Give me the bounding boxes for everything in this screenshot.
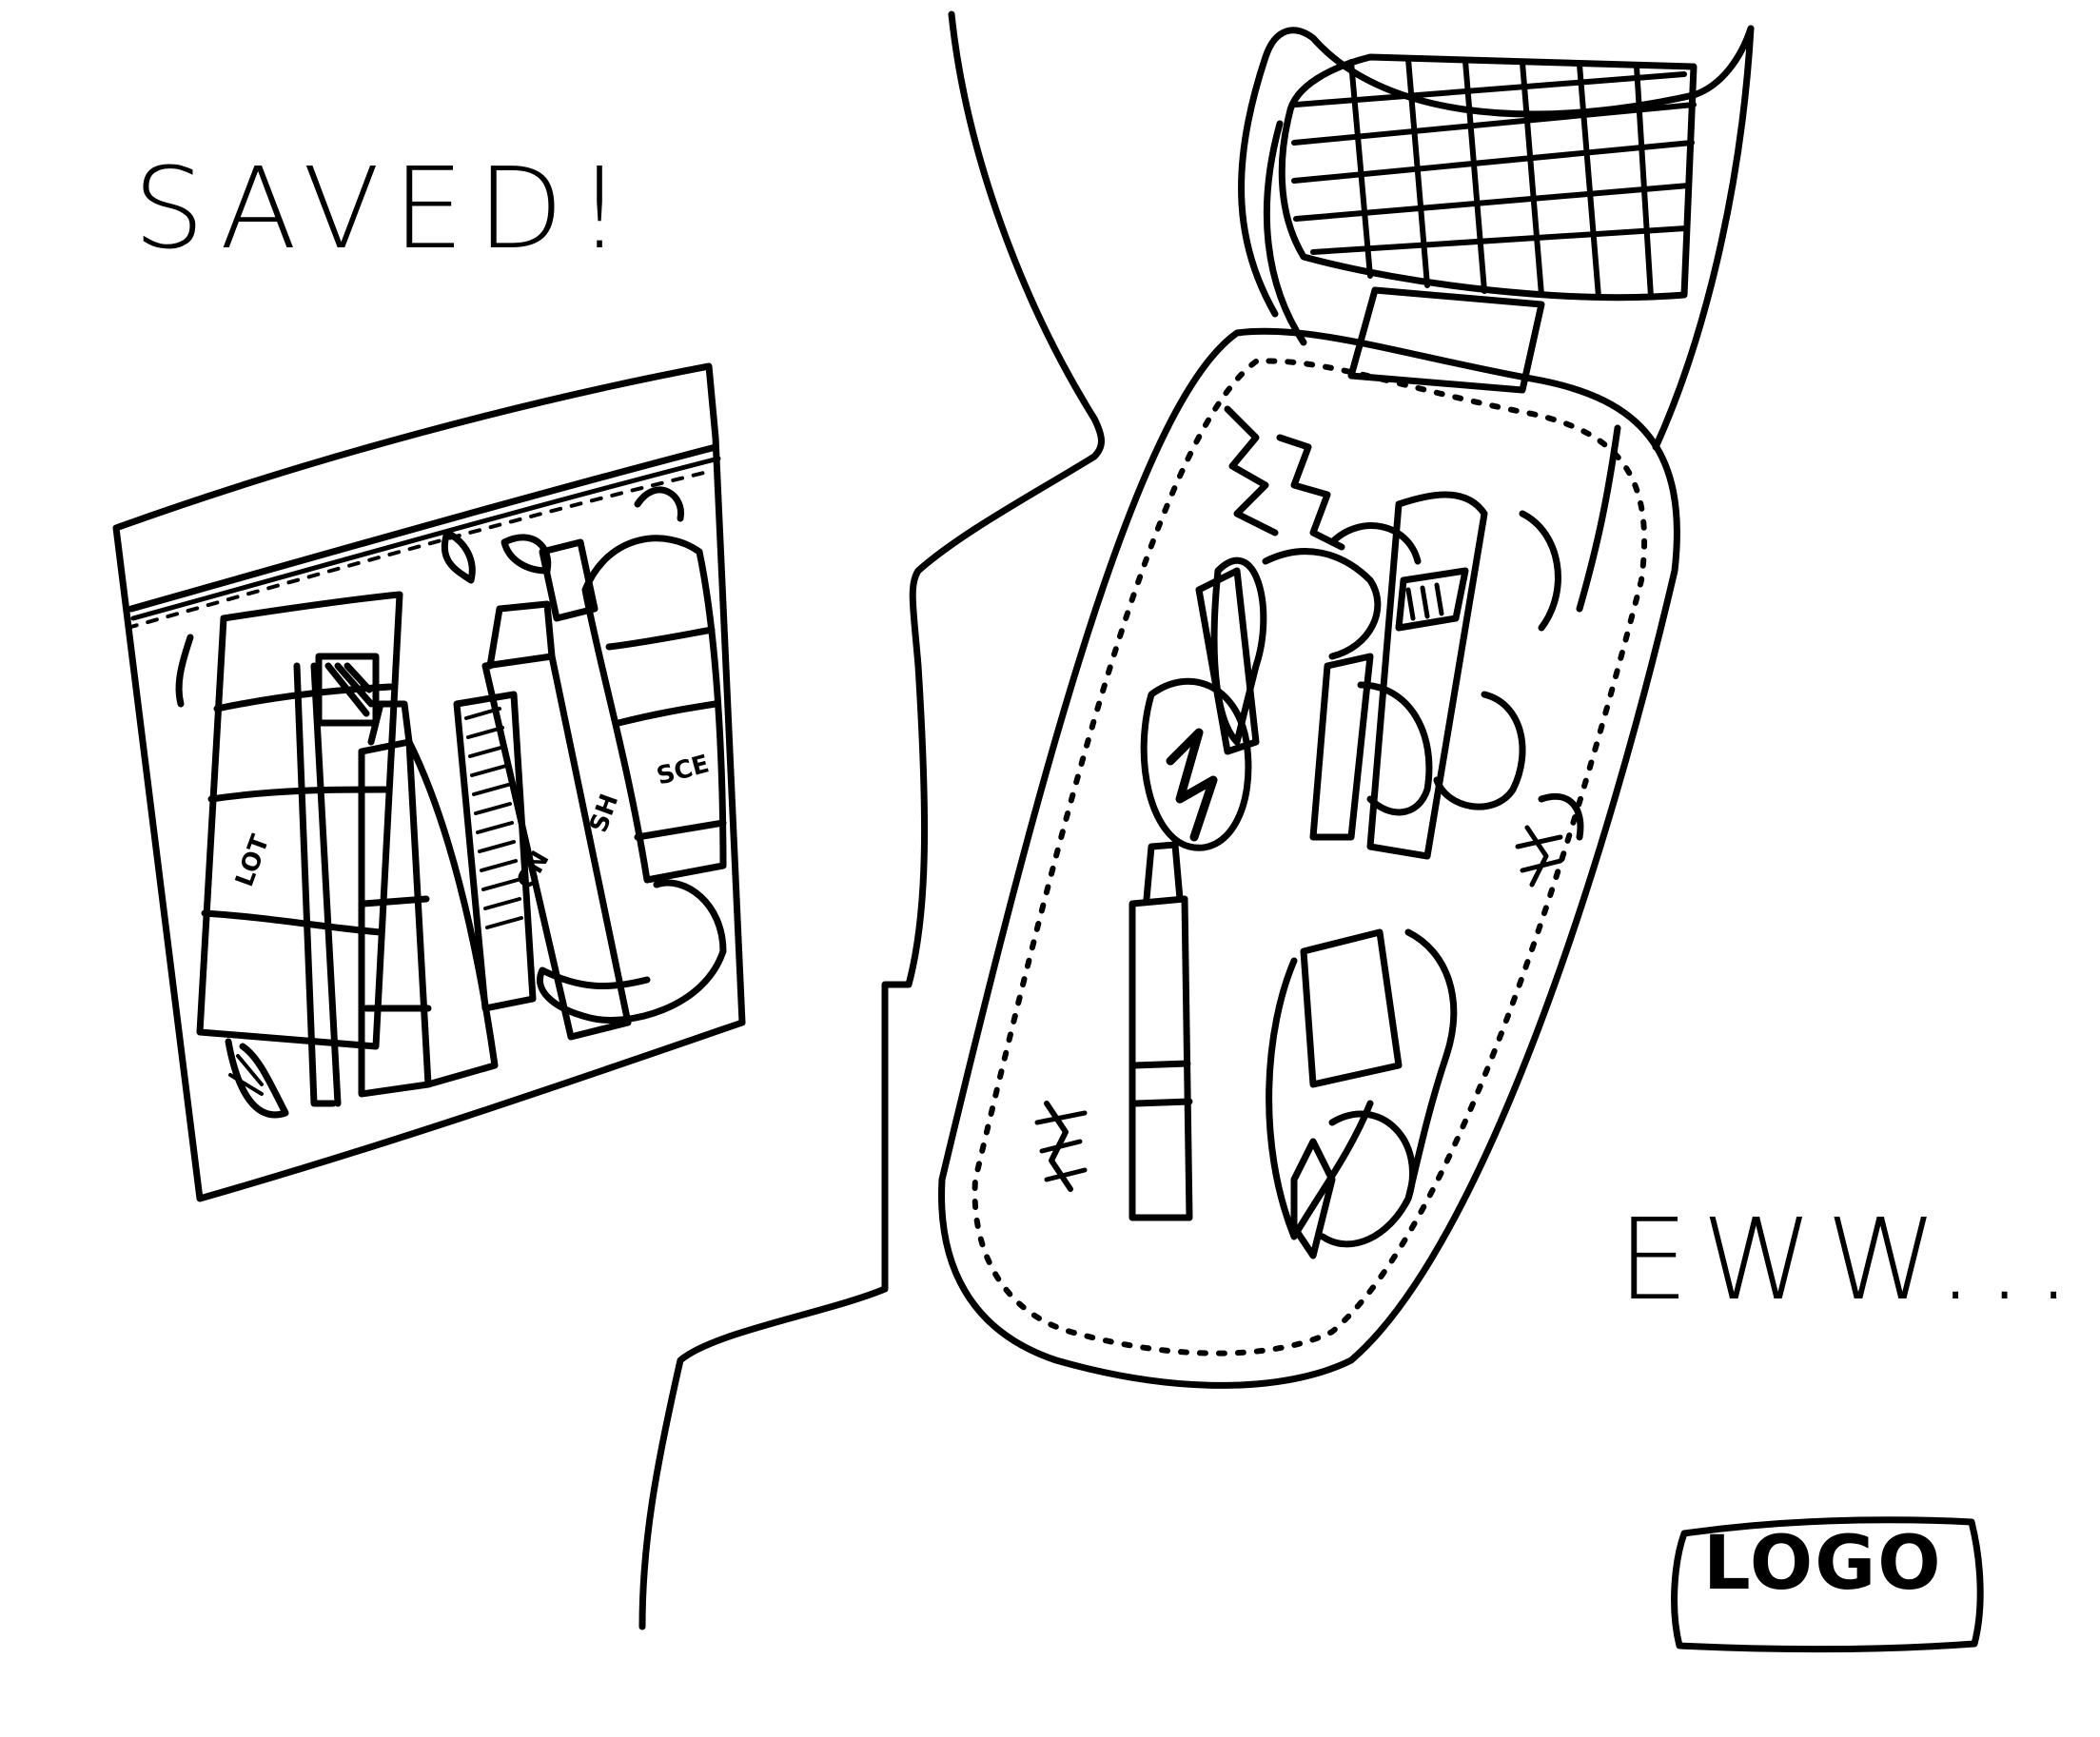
- logo-badge: [1671, 1516, 1984, 1653]
- saved-caption: SAVED!: [133, 143, 636, 274]
- logo-text: LOGO: [1703, 1521, 1943, 1607]
- eww-caption: EWW...: [1618, 1194, 2085, 1325]
- mesh-pouch-icon: [938, 25, 1755, 1389]
- zip-bag-icon: [112, 362, 746, 1202]
- person-outline-icon: [638, 10, 1105, 1630]
